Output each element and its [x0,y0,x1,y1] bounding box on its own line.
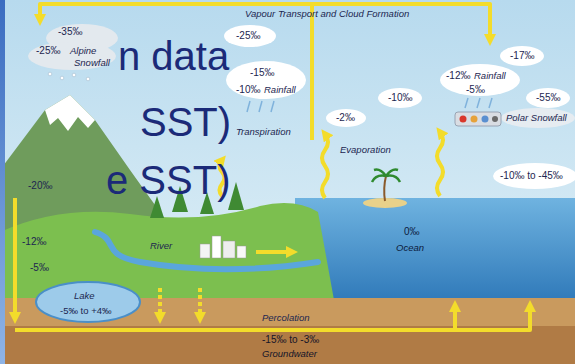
town [200,236,246,258]
delta-value: -2‰ [336,112,355,124]
delta-value: -12‰ [446,70,470,82]
process-label: Evaporation [340,144,391,155]
delta-value: -12‰ [22,236,46,248]
delta-value: -5‰ [466,84,485,96]
process-label: River [150,240,172,251]
toolbar-overlay [455,112,501,126]
process-label: Lake [74,290,95,301]
delta-value: -35‰ [58,26,82,38]
land [0,203,334,300]
process-label: Ocean [396,242,424,253]
process-label: Rainfall [264,84,296,95]
delta-value: -5‰ [30,262,49,274]
snow-cap [45,95,95,131]
process-label: Polar Snowfall [506,112,567,123]
slide-text: n data [118,32,229,80]
delta-value: -15‰ [250,67,274,79]
process-label: Transpiration [236,126,291,137]
process-label: Rainfall [474,70,506,81]
delta-value: -15‰ to -3‰ [262,334,319,346]
river [95,232,318,269]
slide-text: SST) [140,98,231,146]
delta-value: -5‰ to +4‰ [60,305,111,316]
rain [247,98,492,112]
delta-value: -55‰ [536,92,560,104]
delta-value: -10‰ [388,92,412,104]
process-label: Groundwater [262,348,317,359]
process-label: Alpine [70,45,96,56]
lake [36,282,140,322]
delta-value: -17‰ [510,50,534,62]
flow-label: Vapour Transport and Cloud Formation [245,8,409,19]
snowflakes [48,72,90,81]
process-label: Percolation [262,312,310,323]
slide-background [0,0,5,364]
delta-value: -10‰ to -45‰ [500,170,563,182]
flow-arrows [15,4,530,330]
slide-text: e SST) [106,156,230,204]
delta-value: -25‰ [36,45,60,57]
delta-value: 0‰ [404,226,420,238]
delta-value: -20‰ [28,180,52,192]
process-label: Snowfall [74,57,110,68]
delta-value: -25‰ [236,30,260,42]
ocean [295,198,575,302]
delta-value: -10‰ [236,84,260,96]
island [363,170,407,208]
